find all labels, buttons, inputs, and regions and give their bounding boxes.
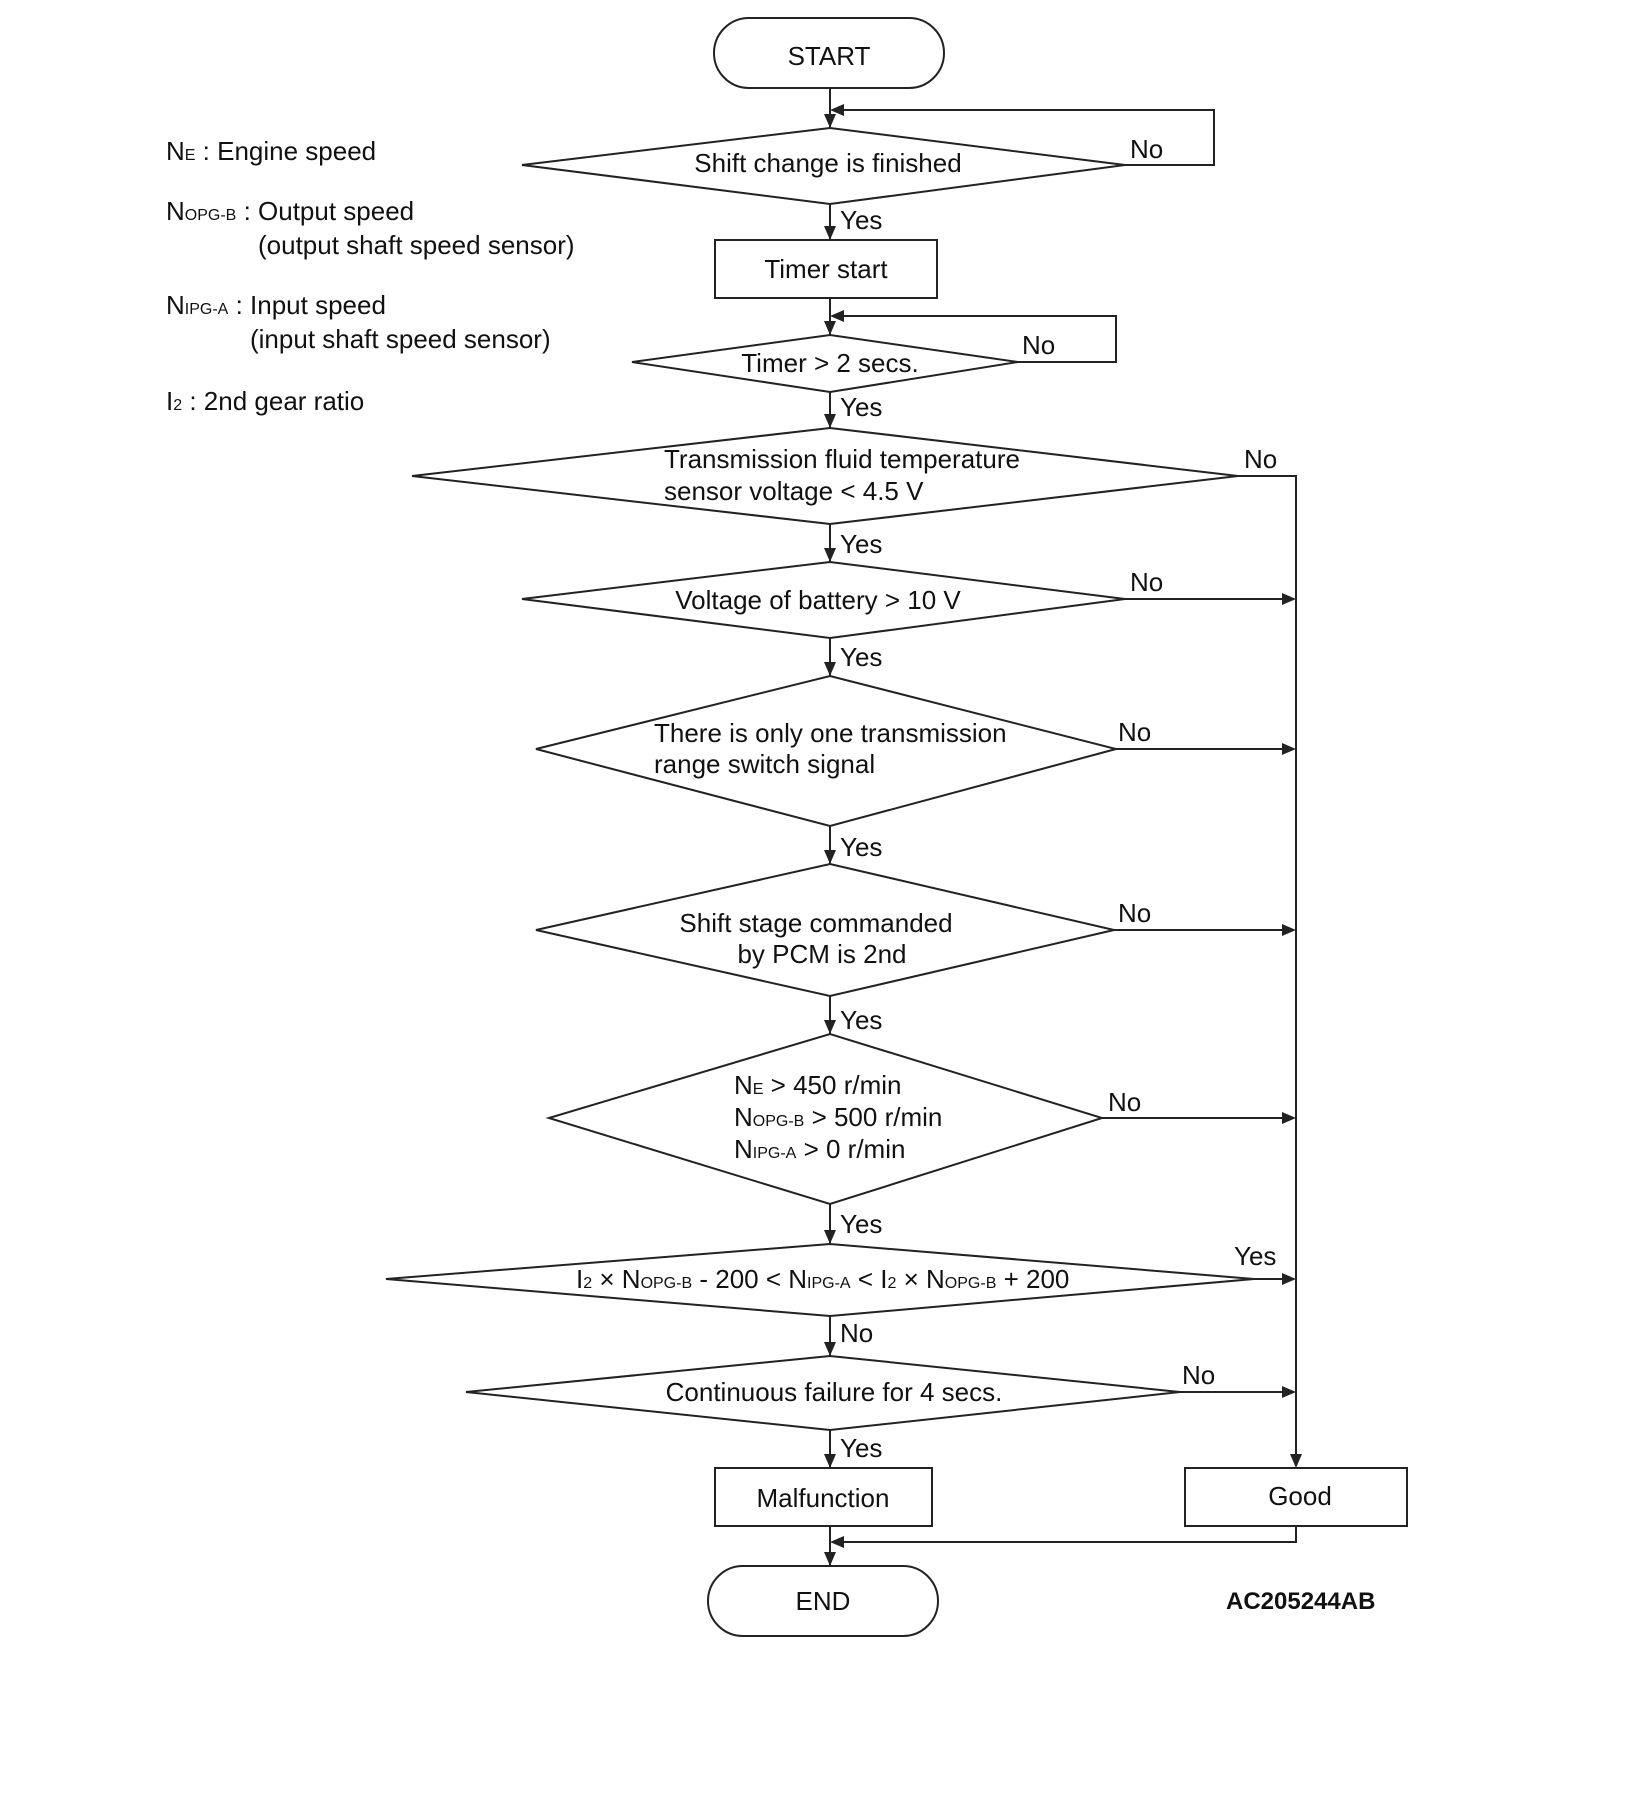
- continuous-label: Continuous failure for 4 secs.: [666, 1377, 1003, 1407]
- arrow-down: [824, 226, 836, 240]
- arrow-right: [1282, 1386, 1296, 1398]
- decision-fluid-temp: [411, 426, 1239, 526]
- end-label: END: [796, 1586, 851, 1616]
- label-yes: Yes: [840, 832, 882, 862]
- legend-ne: NE : Engine speed: [166, 136, 376, 166]
- label-no: No: [1130, 134, 1163, 164]
- process-timer-start: [714, 239, 938, 299]
- branch-labels: No Yes No Yes No Yes No Yes No Yes No Ye…: [840, 134, 1277, 1463]
- fluid-temp-label-1: Transmission fluid temperature: [664, 444, 1020, 474]
- arrow-down: [824, 1230, 836, 1244]
- edge-good-end: [836, 1526, 1297, 1543]
- start-label: START: [788, 41, 871, 71]
- label-yes: Yes: [840, 529, 882, 559]
- label-no: No: [1022, 330, 1055, 360]
- arrow-down: [824, 850, 836, 864]
- arrow-down: [824, 321, 836, 335]
- label-no: No: [1130, 567, 1163, 597]
- arrow-down: [824, 414, 836, 428]
- decision-timer-2s: [631, 333, 1019, 394]
- shift-stage-label-1: Shift stage commanded: [679, 908, 952, 938]
- decision-speeds: [545, 1032, 1106, 1206]
- label-no: No: [840, 1318, 873, 1348]
- label-yes: Yes: [840, 642, 882, 672]
- battery-label: Voltage of battery > 10 V: [675, 585, 961, 615]
- speeds-label-nopg: NOPG-B > 500 r/min: [734, 1102, 942, 1132]
- process-good: [1184, 1467, 1408, 1527]
- arrow-left: [830, 310, 844, 322]
- label-no: No: [1182, 1360, 1215, 1390]
- legend-nopg: NOPG-B : Output speed: [166, 196, 414, 226]
- arrow-down: [824, 1552, 836, 1566]
- label-no: No: [1118, 898, 1151, 928]
- arrow-down: [824, 662, 836, 676]
- legend-i2: I2 : 2nd gear ratio: [166, 386, 364, 416]
- arrow-right: [1282, 743, 1296, 755]
- shift-finished-label: Shift change is finished: [694, 148, 961, 178]
- arrow-right: [1282, 1112, 1296, 1124]
- arrow-right: [1282, 924, 1296, 936]
- arrow-right: [1282, 1273, 1296, 1285]
- range-switch-label-1: There is only one transmission: [654, 718, 1007, 748]
- speeds-label-nipg: NIPG-A > 0 r/min: [734, 1134, 905, 1164]
- process-malfunction: [714, 1467, 933, 1527]
- decision-range-switch: [535, 674, 1120, 828]
- arrow-down: [824, 1454, 836, 1468]
- arrow-left: [830, 1536, 844, 1548]
- legend-nopg-desc: (output shaft speed sensor): [258, 230, 575, 260]
- legend: NE : Engine speed NOPG-B : Output speed …: [166, 136, 575, 416]
- speeds-label-ne: NE > 450 r/min: [734, 1070, 901, 1100]
- figure-code: AC205244AB: [1226, 1588, 1375, 1615]
- range-switch-label-2: range switch signal: [654, 749, 875, 779]
- loop-shift-no: [836, 109, 1215, 166]
- label-yes: Yes: [1234, 1241, 1276, 1271]
- fluid-temp-label-2: sensor voltage < 4.5 V: [664, 476, 924, 506]
- arrow-down: [824, 114, 836, 128]
- start-terminator: [713, 17, 945, 89]
- decision-shift-stage: [535, 862, 1115, 998]
- label-yes: Yes: [840, 392, 882, 422]
- arrow-down: [1290, 1454, 1302, 1468]
- arrow-down: [824, 548, 836, 562]
- good-label: Good: [1268, 1481, 1332, 1511]
- legend-nipg-desc: (input shaft speed sensor): [250, 324, 551, 354]
- label-yes: Yes: [840, 205, 882, 235]
- loop-timer-no: [836, 315, 1117, 363]
- label-no: No: [1108, 1087, 1141, 1117]
- arrow-down: [824, 1342, 836, 1356]
- label-yes: Yes: [840, 1209, 882, 1239]
- decision-continuous: [465, 1354, 1181, 1432]
- end-terminator: [707, 1565, 939, 1637]
- label-yes: Yes: [840, 1433, 882, 1463]
- label-no: No: [1244, 444, 1277, 474]
- shapes: [385, 17, 1408, 1637]
- arrow-down: [824, 1020, 836, 1034]
- arrow-left: [830, 104, 844, 116]
- label-yes: Yes: [840, 1005, 882, 1035]
- ratio-label: I2 × NOPG-B - 200 < NIPG-A < I2 × NOPG-B…: [576, 1264, 1069, 1294]
- label-no: No: [1118, 717, 1151, 747]
- arrowheads: [824, 104, 1302, 1566]
- timer-2s-label: Timer > 2 secs.: [741, 348, 918, 378]
- shift-stage-label-2: by PCM is 2nd: [737, 939, 906, 969]
- decision-battery: [521, 560, 1126, 640]
- decision-shift-finished: [521, 126, 1126, 206]
- decision-ratio: [385, 1242, 1255, 1318]
- malfunction-label: Malfunction: [757, 1483, 890, 1513]
- timer-start-label: Timer start: [764, 254, 888, 284]
- connectors: [829, 88, 1297, 1566]
- no-trunk: [1238, 475, 1297, 1458]
- legend-nipg: NIPG-A : Input speed: [166, 290, 386, 320]
- arrow-right: [1282, 593, 1296, 605]
- node-texts: START Shift change is finished Timer sta…: [576, 41, 1332, 1616]
